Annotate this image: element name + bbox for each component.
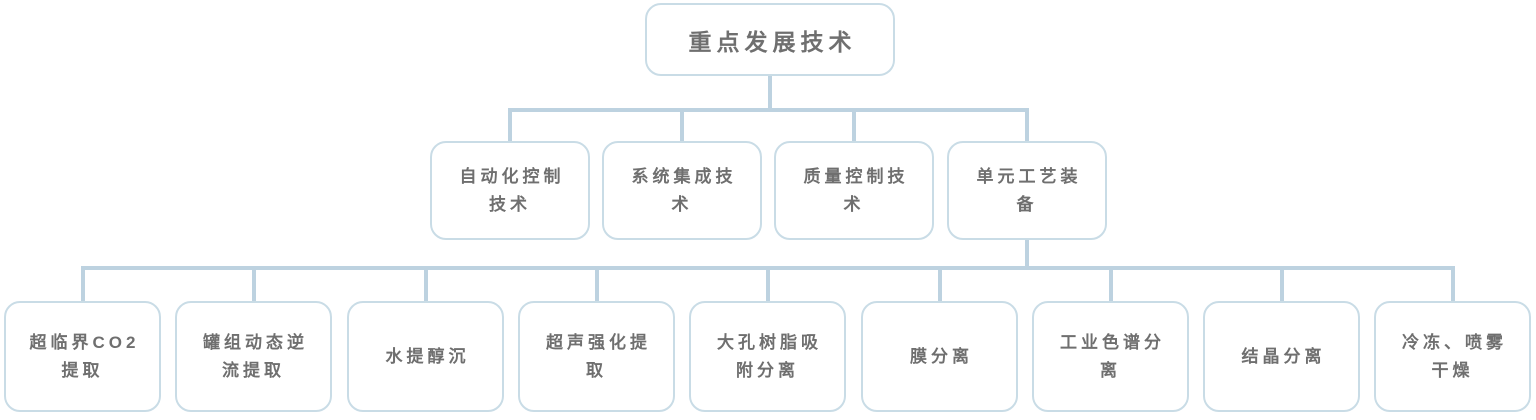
connector-level2-drop-2 [680,110,684,143]
node-water-extraction-alcohol-precipitation: 水提醇沉 [347,301,504,412]
connector-level3-drop-9 [1451,268,1455,303]
connector-level3-drop-5 [766,268,770,303]
connector-equipment-stub [1025,238,1029,268]
node-macroporous-resin-adsorption-separation: 大孔树脂吸 附分离 [689,301,846,412]
node-crystallization-separation: 结晶分离 [1203,301,1360,412]
node-key-development-technologies: 重点发展技术 [645,3,895,76]
connector-level3-drop-1 [81,268,85,303]
node-freeze-spray-drying: 冷冻、喷雾 干燥 [1374,301,1531,412]
node-membrane-separation: 膜分离 [861,301,1018,412]
connector-level2-drop-3 [852,110,856,143]
connector-level2-drop-4 [1025,110,1029,143]
connector-level3-drop-8 [1280,268,1284,303]
node-ultrasonic-enhanced-extraction: 超声强化提 取 [518,301,675,412]
node-supercritical-co2-extraction: 超临界CO2 提取 [4,301,161,412]
connector-level2-bus [508,108,1029,112]
node-industrial-chromatography-separation: 工业色谱分 离 [1032,301,1189,412]
connector-root-stub [768,74,772,110]
connector-level3-drop-7 [1109,268,1113,303]
node-quality-control-technology: 质量控制技 术 [774,141,934,240]
connector-level3-drop-6 [938,268,942,303]
connector-level3-drop-3 [424,268,428,303]
node-system-integration-technology: 系统集成技 术 [602,141,762,240]
node-automation-control-technology: 自动化控制 技术 [430,141,590,240]
connector-level3-drop-4 [595,268,599,303]
connector-level3-drop-2 [252,268,256,303]
connector-level2-drop-1 [508,110,512,143]
node-tank-group-countercurrent-extraction: 罐组动态逆 流提取 [175,301,332,412]
node-unit-process-equipment: 单元工艺装 备 [947,141,1107,240]
